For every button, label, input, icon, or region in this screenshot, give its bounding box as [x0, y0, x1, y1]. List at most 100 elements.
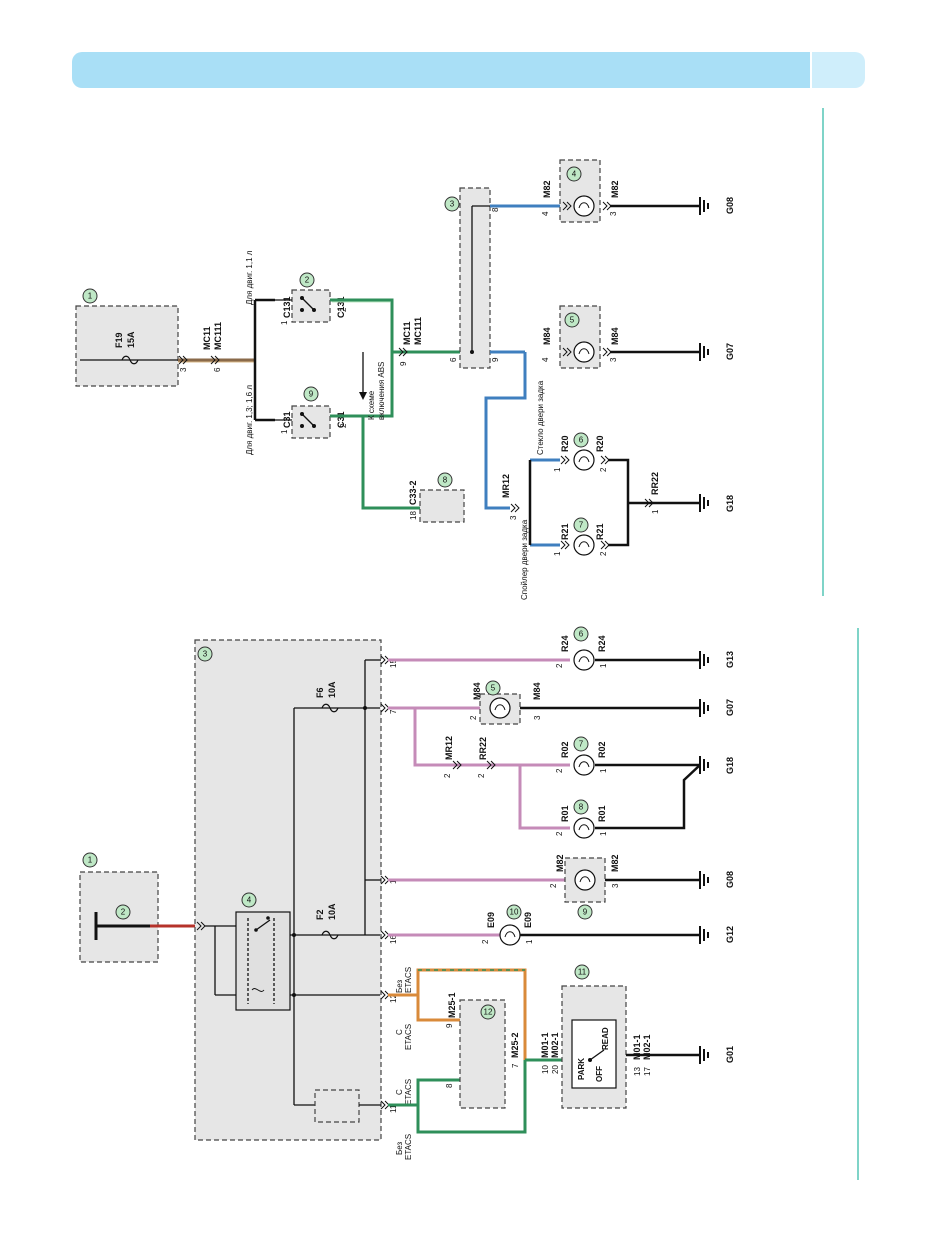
svg-text:1: 1 [599, 768, 608, 773]
svg-text:13: 13 [633, 1067, 642, 1076]
svg-text:11: 11 [389, 1104, 398, 1113]
module-internal [314, 1089, 360, 1123]
svg-text:10A: 10A [327, 903, 337, 920]
switch-c131 [291, 289, 331, 323]
svg-text:4: 4 [541, 357, 550, 362]
switch-c31 [291, 405, 331, 439]
svg-text:1: 1 [525, 939, 534, 944]
fuse-f19-label: F19 [114, 332, 124, 348]
svg-text:M25-1: M25-1 [447, 992, 457, 1018]
svg-text:16: 16 [389, 935, 398, 944]
svg-text:3: 3 [179, 367, 188, 372]
svg-text:M82: M82 [610, 180, 620, 198]
svg-text:10: 10 [541, 1065, 550, 1074]
svg-text:R01: R01 [597, 805, 607, 822]
ground-icon [699, 196, 709, 216]
svg-text:R24: R24 [560, 635, 570, 652]
note-glass: Стекло двери задка [536, 380, 545, 455]
svg-text:С: С [395, 1029, 404, 1035]
svg-text:20: 20 [551, 1065, 560, 1074]
svg-text:E09: E09 [523, 912, 533, 928]
ground-g08: G08 [725, 197, 735, 214]
svg-text:9: 9 [445, 1023, 454, 1028]
svg-text:R20: R20 [595, 435, 605, 452]
svg-text:8: 8 [445, 1083, 454, 1088]
svg-text:R02: R02 [597, 741, 607, 758]
svg-text:9: 9 [309, 390, 314, 399]
svg-text:M25-2: M25-2 [510, 1032, 520, 1058]
svg-text:F6: F6 [315, 687, 325, 698]
lamp-r20 [573, 449, 595, 471]
svg-text:R24: R24 [597, 635, 607, 652]
ground-g08: G08 [725, 871, 735, 888]
svg-text:5: 5 [570, 316, 575, 325]
header-bar [72, 52, 810, 88]
note-abs-2: включения ABS [377, 362, 386, 420]
svg-text:7: 7 [579, 521, 584, 530]
lamp-r21 [573, 534, 595, 556]
svg-text:3: 3 [203, 650, 208, 659]
svg-text:2: 2 [599, 551, 608, 556]
svg-text:4: 4 [572, 170, 577, 179]
svg-text:1: 1 [599, 831, 608, 836]
svg-text:MR12: MR12 [444, 736, 454, 760]
ground-g18: G18 [725, 495, 735, 512]
svg-text:1: 1 [651, 509, 660, 514]
mounting-block [194, 639, 382, 1141]
svg-text:C31: C31 [336, 411, 346, 428]
svg-text:3: 3 [611, 883, 620, 888]
svg-text:3: 3 [533, 715, 542, 720]
svg-text:7: 7 [389, 709, 398, 714]
svg-text:8: 8 [579, 803, 584, 812]
svg-text:17: 17 [643, 1067, 652, 1076]
wire-green [330, 298, 394, 418]
junction-block [459, 187, 491, 369]
svg-text:5: 5 [491, 684, 496, 693]
fuse-box [75, 305, 179, 387]
svg-text:С: С [395, 1089, 404, 1095]
svg-text:2: 2 [339, 423, 348, 428]
svg-text:MC111: MC111 [413, 317, 423, 345]
svg-text:1: 1 [88, 856, 93, 865]
ground-g18: G18 [725, 757, 735, 774]
svg-text:1: 1 [88, 292, 93, 301]
ground-g12: G12 [725, 926, 735, 943]
svg-text:1: 1 [280, 429, 289, 434]
divider-line-bottom [857, 628, 859, 1180]
svg-text:2: 2 [305, 276, 310, 285]
svg-text:12: 12 [389, 994, 398, 1003]
svg-text:MC11: MC11 [402, 321, 412, 345]
fuse-f19-rating: 15A [126, 331, 136, 348]
svg-text:15: 15 [389, 659, 398, 668]
bottom-diagram: F6 10A F2 10A 15 7 1 16 12 11 MR12 RR22 … [79, 626, 735, 1160]
svg-text:2: 2 [339, 307, 348, 312]
svg-text:4: 4 [247, 896, 252, 905]
svg-text:10A: 10A [327, 681, 337, 698]
callouts: 1 2 3 4 5 6 7 8 9 10 11 12 [82, 626, 593, 1020]
svg-text:10: 10 [510, 908, 519, 917]
module-m25 [459, 999, 506, 1109]
svg-text:M84: M84 [542, 327, 552, 345]
svg-text:12: 12 [484, 1008, 493, 1017]
svg-text:7: 7 [579, 740, 584, 749]
svg-text:RR22: RR22 [478, 737, 488, 760]
ground-g07: G07 [725, 699, 735, 716]
svg-text:M82: M82 [555, 854, 565, 872]
svg-text:6: 6 [579, 630, 584, 639]
svg-text:1: 1 [599, 663, 608, 668]
svg-text:8: 8 [443, 476, 448, 485]
svg-text:9: 9 [491, 357, 500, 362]
svg-text:C131: C131 [282, 296, 292, 318]
svg-text:2: 2 [599, 467, 608, 472]
svg-text:2: 2 [555, 768, 564, 773]
svg-text:M84: M84 [610, 327, 620, 345]
note-eng-13: Для двиг. 1,3; 1,6 л [245, 385, 254, 455]
svg-text:1: 1 [553, 551, 562, 556]
lamp-r01 [573, 817, 595, 839]
svg-text:2: 2 [481, 939, 490, 944]
svg-text:2: 2 [555, 831, 564, 836]
svg-text:18: 18 [409, 511, 418, 520]
svg-text:3: 3 [609, 211, 618, 216]
divider-line-top [822, 108, 824, 596]
